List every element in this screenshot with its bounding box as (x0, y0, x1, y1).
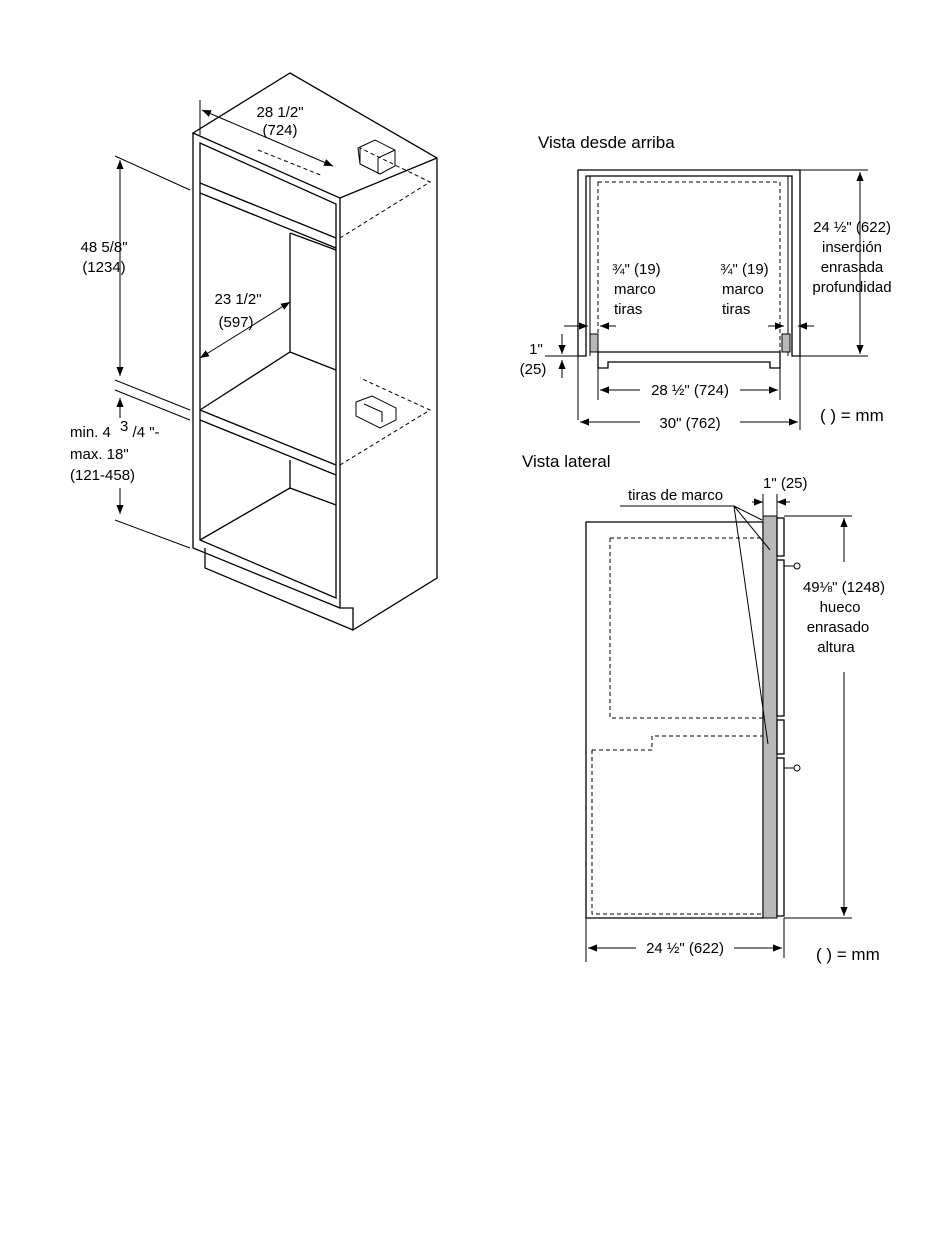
side-units-note: ( ) = mm (816, 945, 880, 964)
cabinet-diag-in: 23 1/2" (214, 291, 261, 308)
side-view-drawing (585, 494, 852, 962)
junction-box-upper (357, 139, 396, 175)
top-offset-in: 1" (529, 341, 543, 358)
top-depth-label-4: profundidad (812, 279, 891, 296)
top-units-note: ( ) = mm (820, 406, 884, 425)
top-depth-label-3: enrasada (821, 259, 884, 276)
side-height-label-3: enrasado (807, 619, 870, 636)
cabinet-diag-mm: (597) (218, 314, 253, 331)
top-outer-width: 30" (762) (659, 415, 720, 432)
right-strip-label-1: ¾" (19) (720, 261, 769, 278)
cabinet-drawing (114, 72, 438, 632)
left-strip-label-3: tiras (614, 301, 642, 318)
side-depth-label: 24 ½" (622) (646, 940, 724, 957)
diagonal-dimension-line (199, 301, 291, 359)
base-min-label: min. 4 3 /4 "- (70, 418, 160, 441)
top-offset-mm: (25) (520, 361, 547, 378)
side-height-label-4: altura (817, 639, 855, 656)
right-strip-label-3: tiras (722, 301, 750, 318)
top-view-title: Vista desde arriba (538, 133, 675, 152)
side-view-title: Vista lateral (522, 452, 611, 471)
left-strip-label-2: marco (614, 281, 656, 298)
top-inner-width: 28 ½" (724) (651, 382, 729, 399)
cabinet-width-in: 28 1/2" (256, 104, 303, 121)
right-frame-strip (781, 333, 791, 353)
cabinet-side-outline (585, 521, 764, 919)
left-strip-label-1: ¾" (19) (612, 261, 661, 278)
top-depth-label-2: inserción (822, 239, 882, 256)
right-strip-label-2: marco (722, 281, 764, 298)
side-height-label-2: hueco (820, 599, 861, 616)
frame-strips-label: tiras de marco (628, 487, 723, 504)
cabinet-width-mm: (724) (262, 122, 297, 139)
cabinet-height-in: 48 5/8" (80, 239, 127, 256)
junction-box-lower (355, 395, 397, 429)
base-range-mm: (121-458) (70, 467, 135, 484)
door-outline (597, 351, 781, 369)
top-depth-label-1: 24 ½" (622) (813, 219, 891, 236)
base-max-label: max. 18" (70, 446, 129, 463)
cabinet-height-mm: (1234) (82, 259, 125, 276)
width-dimension-line (201, 109, 334, 167)
cabinet-face-frame (199, 141, 337, 599)
side-offset-label: 1" (25) (763, 475, 808, 492)
left-frame-strip (589, 333, 599, 353)
frame-strip-side (762, 515, 778, 919)
side-height-label-1: 49⅛" (1248) (803, 579, 885, 596)
